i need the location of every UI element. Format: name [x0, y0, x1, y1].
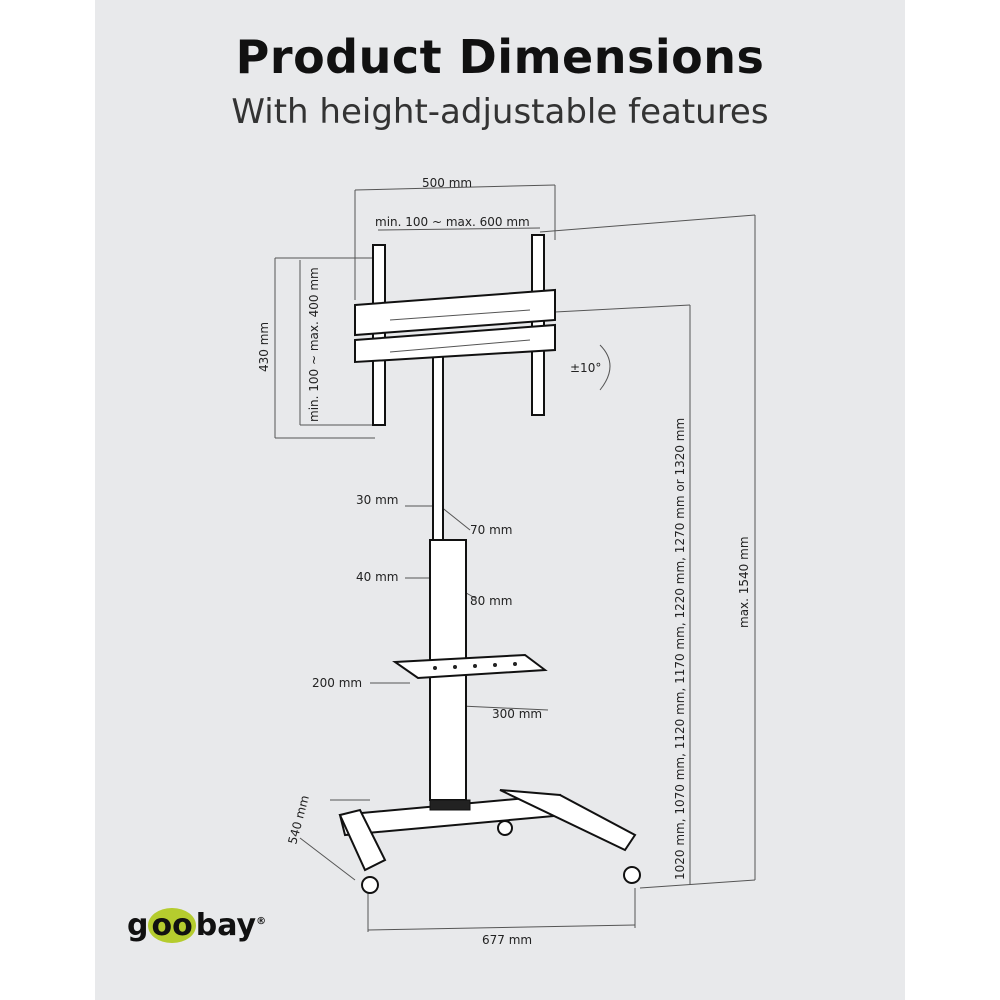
label-base-depth: 540 mm [285, 794, 311, 846]
label-vesa-vertical: min. 100 ~ max. 400 mm [307, 267, 321, 422]
logo-part: g [127, 908, 149, 943]
tv-bracket [354, 234, 556, 426]
label-height-options: 1020 mm, 1070 mm, 1120 mm, 1170 mm, 1220… [673, 418, 687, 880]
tilt-arrow-icon [599, 344, 611, 391]
shelf [392, 653, 548, 680]
logo-part-accent: oo [148, 908, 196, 943]
page-title: Product Dimensions [235, 30, 765, 84]
label-base-width: 677 mm [482, 933, 532, 947]
registered-mark: ® [256, 916, 267, 927]
label-shelf-depth: 200 mm [312, 676, 362, 690]
label-vesa-horizontal: min. 100 ~ max. 600 mm [375, 215, 530, 229]
dimension-lines [274, 184, 756, 932]
label-max-height: max. 1540 mm [737, 536, 751, 628]
shelf-holes [433, 662, 517, 670]
base [338, 789, 641, 894]
label-shelf-width: 300 mm [492, 707, 542, 721]
label-pole-lower-width: 80 mm [470, 594, 512, 608]
label-pole-lower-depth: 40 mm [356, 570, 398, 584]
logo-part: bay [195, 908, 257, 943]
label-pole-upper-width: 70 mm [470, 523, 512, 537]
label-tilt: ±10° [570, 361, 601, 375]
label-pole-upper-depth: 30 mm [356, 493, 398, 507]
label-width-top: 500 mm [422, 176, 472, 190]
page-subtitle: With height-adjustable features [231, 92, 769, 132]
label-bracket-height: 430 mm [257, 322, 271, 372]
